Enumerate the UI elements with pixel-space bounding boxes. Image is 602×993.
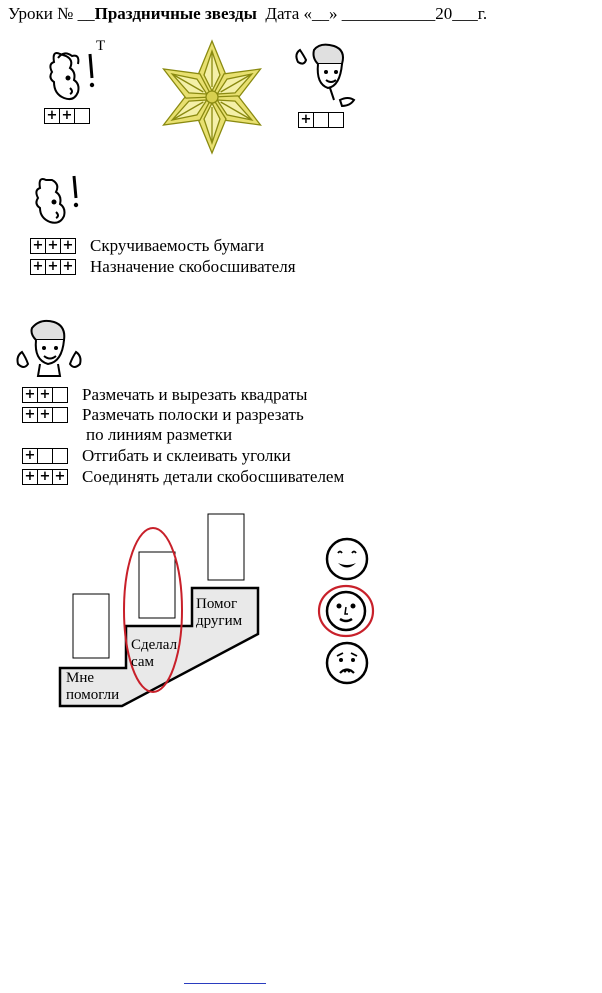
- selection-ellipse: [123, 527, 183, 693]
- sad-face-icon: [325, 641, 369, 685]
- step-label-line: Мне: [66, 670, 95, 686]
- snowflake-star-image: [155, 39, 269, 154]
- score-box: + +: [22, 387, 68, 403]
- working-face-icon: [295, 43, 356, 108]
- score-box-top-left: + +: [44, 108, 90, 124]
- lesson-title: Праздничные звезды: [94, 4, 257, 23]
- score-cell: [313, 113, 328, 127]
- score-cell: +: [46, 108, 58, 123]
- step-label-line: Сделал: [131, 637, 178, 653]
- score-box: + +: [22, 407, 68, 423]
- step-label-line: сам: [131, 654, 154, 670]
- score-cell: [37, 449, 52, 463]
- step-label-line: Помог: [196, 596, 238, 612]
- self-assessment-staircase: [58, 513, 260, 708]
- happy-face-icon: [325, 537, 369, 581]
- score-cell: [328, 113, 343, 127]
- score-cell: +: [37, 408, 52, 422]
- knowledge-text: Назначение скобосшивателя: [90, 257, 296, 276]
- skill-text: Размечать и вырезать квадраты: [82, 385, 308, 404]
- score-cell: +: [37, 470, 52, 484]
- skill-item: + + Размечать и вырезать квадраты: [22, 385, 307, 405]
- score-box: + + +: [22, 469, 68, 485]
- step-label-self: Сделал сам: [131, 637, 177, 671]
- score-cell: [52, 388, 67, 402]
- knowledge-item: + + + Скручиваемость бумаги: [30, 236, 264, 256]
- score-box: + + +: [30, 259, 76, 275]
- score-cell: +: [45, 239, 60, 253]
- skill-item: + Отгибать и склеивать уголки: [22, 446, 291, 466]
- score-cell: +: [37, 388, 52, 402]
- score-cell: +: [24, 448, 36, 463]
- step-label-others: Помог другим: [196, 596, 242, 630]
- step-label-line: другим: [196, 613, 243, 629]
- empty-box: [72, 593, 110, 659]
- score-cell: +: [60, 239, 75, 253]
- page-header: Уроки № __Праздничные звезды Дата «__» _…: [8, 4, 487, 24]
- step-label-line: помогли: [66, 687, 120, 703]
- score-cell: +: [52, 470, 67, 484]
- skill-text-continuation: по линиям разметки: [86, 425, 233, 444]
- empty-box: [207, 513, 245, 581]
- thinking-face-icon: [49, 52, 95, 101]
- skill-text: Отгибать и склеивать уголки: [82, 446, 291, 465]
- score-cell: +: [300, 112, 312, 127]
- knowledge-item: + + + Назначение скобосшивателя: [30, 257, 296, 277]
- skill-text: Соединять детали скобосшивателем: [82, 467, 345, 486]
- score-cell: +: [32, 238, 44, 253]
- bottom-rule: [184, 983, 266, 984]
- score-cell: +: [24, 469, 36, 484]
- skill-text: Размечать полоски и разрезать: [82, 405, 304, 424]
- superscript-t: Т: [96, 38, 106, 54]
- score-cell: +: [60, 260, 75, 274]
- score-cell: +: [32, 259, 44, 274]
- score-cell: [52, 449, 67, 463]
- empty-box: [138, 551, 176, 619]
- score-cell: +: [59, 109, 74, 123]
- score-cell: [52, 408, 67, 422]
- date-field: Дата «__» ___________20___г.: [265, 4, 488, 23]
- thinking-face-icon: [35, 175, 79, 224]
- score-cell: +: [45, 260, 60, 274]
- skill-item: + + Размечать полоски и разрезать: [22, 405, 304, 425]
- score-cell: +: [24, 407, 36, 422]
- score-box: +: [22, 448, 68, 464]
- skill-item: + + + Соединять детали скобосшивателем: [22, 467, 344, 487]
- working-face-icon: [16, 319, 82, 377]
- lesson-number: Уроки № __: [8, 4, 95, 23]
- selection-circle: [317, 584, 375, 638]
- score-box: + + +: [30, 238, 76, 254]
- step-label-helped: Мне помогли: [66, 670, 119, 704]
- score-cell: [74, 109, 89, 123]
- score-cell: +: [24, 387, 36, 402]
- neutral-face-icon: [317, 584, 375, 638]
- knowledge-text: Скручиваемость бумаги: [90, 236, 265, 255]
- score-box-top-right: +: [298, 112, 344, 128]
